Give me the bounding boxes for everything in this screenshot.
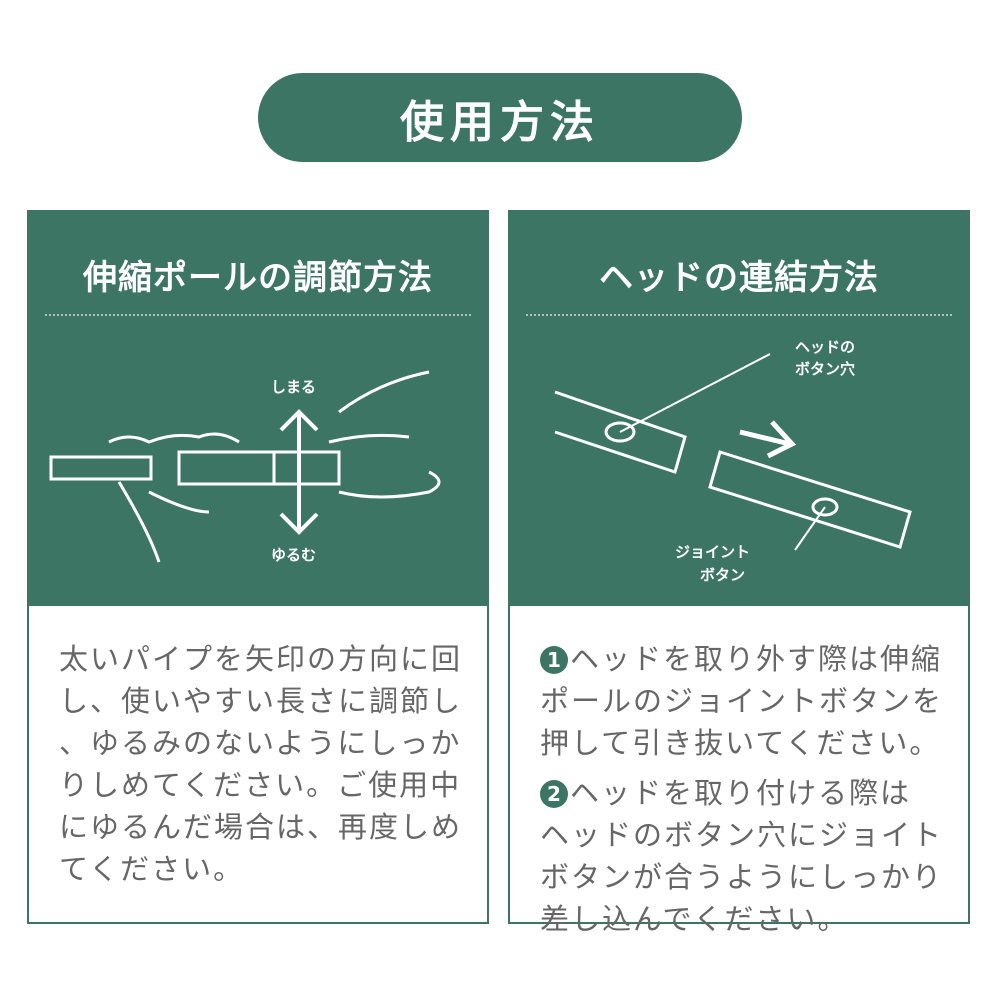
label-head-hole: ヘッドの bbox=[795, 338, 855, 356]
text-line: りしめてください。ご使用中 bbox=[59, 768, 462, 802]
label-joint-button: ボタン bbox=[700, 566, 745, 584]
page-title: 使用方法 bbox=[258, 73, 742, 162]
head-button-hole bbox=[604, 421, 636, 443]
text-line: し、使いやすい長さに調節し bbox=[59, 684, 463, 718]
text-line: 差し込んでください。 bbox=[540, 902, 849, 936]
text-line: 太いパイプを矢印の方向に回 bbox=[59, 642, 463, 676]
pole-adjust-heading: 伸縮ポールの調節方法 bbox=[83, 258, 433, 298]
pole-adjust-illustration-area: 伸縮ポールの調節方法 しまる ゆるむ bbox=[29, 212, 487, 606]
head-connect-illustration-area: ヘッドの連結方法 ヘッドの ボタン穴 ジョイント ボタン bbox=[510, 212, 968, 606]
text-line: ヘッドのボタン穴にジョイト bbox=[540, 818, 944, 852]
text-line: ポールのジョイントボタンを bbox=[540, 684, 944, 718]
head-connect-heading: ヘッドの連結方法 bbox=[599, 258, 879, 298]
head-connect-illustration: ヘッドの ボタン穴 ジョイント ボタン bbox=[554, 338, 912, 584]
pole-adjust-panel: 伸縮ポールの調節方法 しまる ゆるむ 太いパイプを矢印の方向に回 し、使いやすい… bbox=[27, 210, 489, 924]
text-line: にゆるんだ場合は、再度しめ bbox=[59, 810, 463, 844]
label-head-hole: ボタン穴 bbox=[795, 360, 855, 378]
left-hand-icon bbox=[108, 432, 240, 563]
text-line: ボタンが合うようにしっかり bbox=[540, 860, 944, 894]
head-pipe bbox=[554, 390, 687, 474]
text-line: 押して引き抜いてください。 bbox=[540, 726, 941, 760]
thin-pipe bbox=[49, 455, 153, 481]
thick-pipe bbox=[177, 450, 341, 486]
step-number-badge: 1 bbox=[540, 646, 568, 674]
joint-button bbox=[811, 497, 839, 517]
pole-adjust-description: 太いパイプを矢印の方向に回 し、使いやすい長さに調節し 、ゆるみのないようにしっ… bbox=[59, 638, 462, 890]
pole-adjust-illustration: しまる ゆるむ bbox=[49, 370, 441, 564]
text-line: 、ゆるみのないようにしっか bbox=[59, 726, 462, 760]
text-line: ヘッドを取り付ける際は bbox=[570, 776, 912, 810]
right-arrow-icon bbox=[739, 420, 797, 459]
text-line: ヘッドを取り外す際は伸縮 bbox=[570, 642, 943, 676]
text-line: てください。 bbox=[59, 852, 245, 886]
right-hand-icon bbox=[328, 370, 441, 499]
divider bbox=[526, 314, 952, 316]
divider bbox=[45, 314, 471, 316]
step-number-badge: 2 bbox=[540, 780, 568, 808]
pole-pipe bbox=[708, 450, 912, 549]
label-joint-button: ジョイント bbox=[675, 543, 750, 561]
label-loosen: ゆるむ bbox=[271, 546, 316, 564]
label-tighten: しまる bbox=[271, 378, 316, 396]
